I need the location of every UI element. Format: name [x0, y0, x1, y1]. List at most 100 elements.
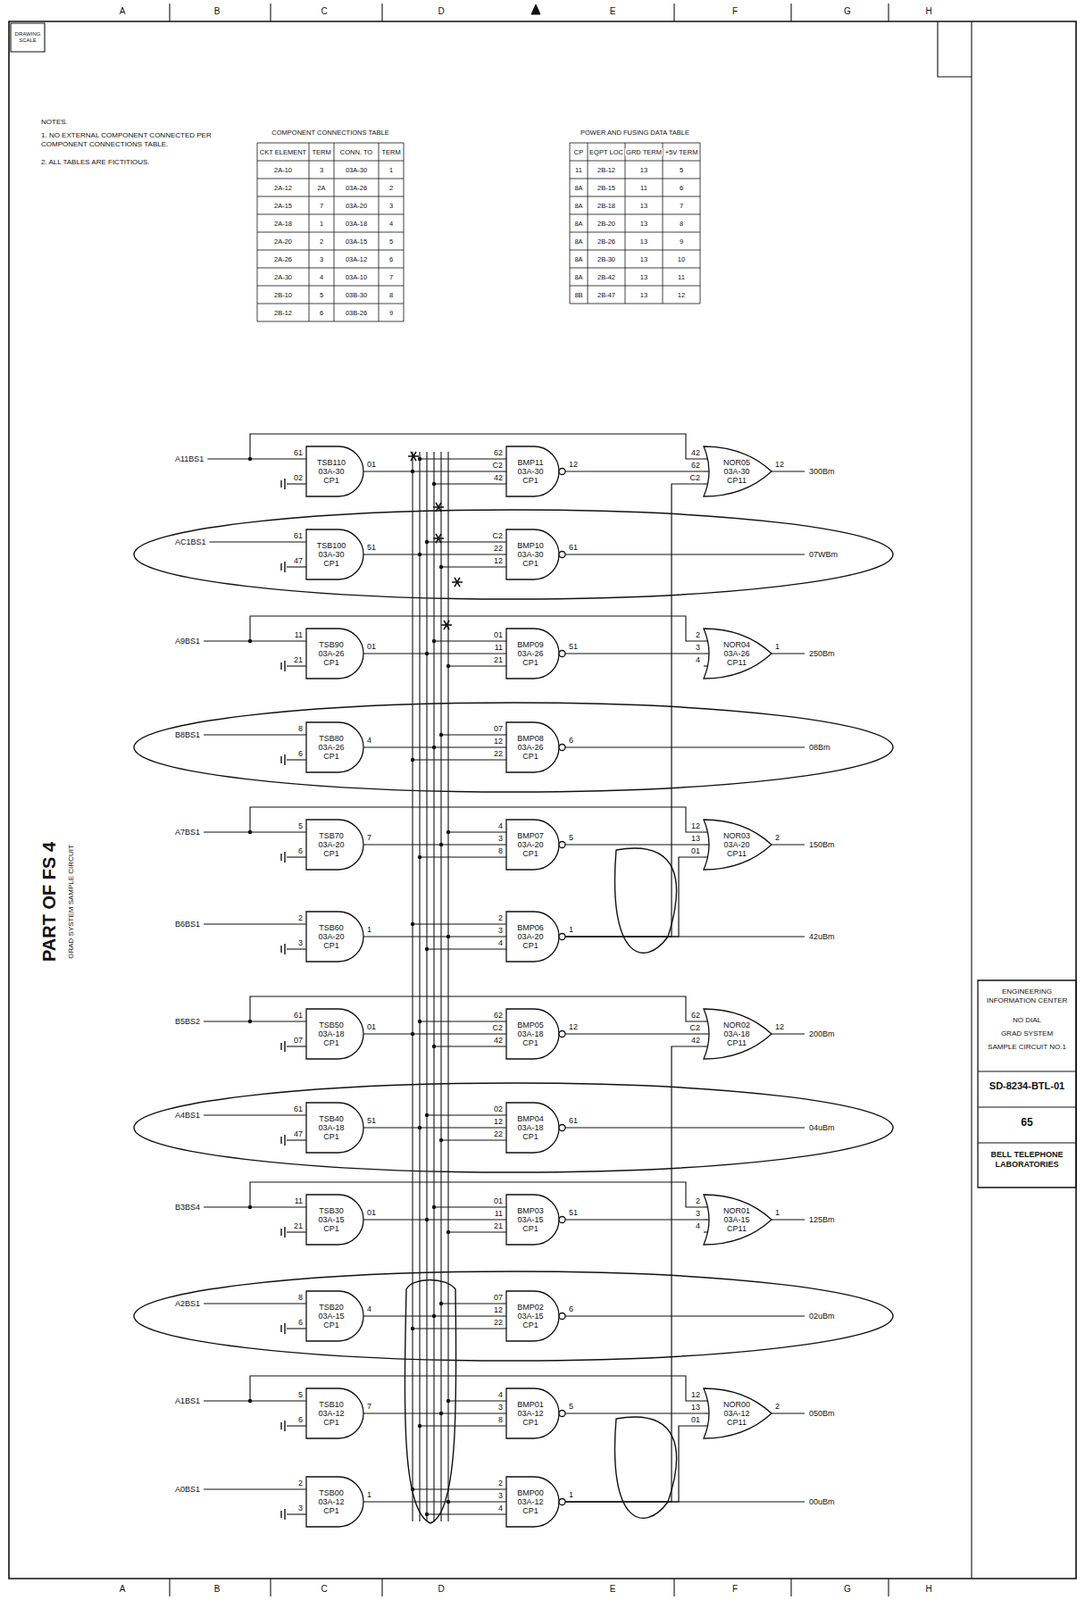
- gate-designation: TSB100 03A-30 CP1: [310, 541, 352, 568]
- input-signal-name: A9BS1: [174, 636, 201, 647]
- gate-text-box: BMP05 03A-18 CP1: [509, 1020, 551, 1048]
- table-cell: 12: [676, 291, 686, 300]
- ground-symbol: [281, 1323, 285, 1335]
- table-cell: 03A-10: [344, 273, 368, 282]
- table-cell: 4: [318, 273, 325, 282]
- wire: [363, 1412, 507, 1414]
- bus-tap: [434, 1206, 507, 1208]
- output-signal-name: 300Bm: [808, 467, 836, 477]
- pin-number: 1: [774, 1208, 781, 1219]
- grid-letter: E: [609, 6, 618, 17]
- or-gate-body: [703, 446, 772, 497]
- asterisk-mark: [441, 620, 452, 630]
- pin-number: 11: [493, 1209, 504, 1219]
- table-title: POWER AND FUSING DATA TABLE: [579, 128, 691, 137]
- pin-number: 21: [292, 1221, 304, 1232]
- or-gate: NOR02 03A-18 CP11: [703, 1009, 772, 1060]
- input-signal-name: A7BS1: [174, 827, 201, 838]
- ground-symbol: [281, 660, 285, 672]
- pin-number: 5: [567, 833, 575, 843]
- and-gate-body: [306, 1009, 364, 1060]
- and-gate: TSB110 03A-30 CP1: [306, 446, 364, 497]
- ground-symbol: [281, 478, 285, 490]
- input-wire: [203, 923, 307, 925]
- pin-number: 01: [492, 630, 504, 641]
- table-cell: 2A-18: [273, 219, 293, 228]
- pin-number: 01: [366, 642, 377, 652]
- table-cell: 03A-15: [344, 237, 368, 246]
- table-cell: 2A: [316, 183, 326, 192]
- gate-designation: NOR05 03A-30 CP11: [716, 458, 758, 485]
- table-cell: 2B-10: [273, 291, 293, 300]
- output-wire: [771, 1412, 805, 1414]
- bus-wire: [418, 451, 420, 1522]
- pin-number: C2: [688, 473, 702, 484]
- output-wire: [565, 553, 805, 555]
- pin-number: 3: [497, 1402, 504, 1413]
- output-signal-name: 02uBm: [808, 1311, 836, 1322]
- or-gate: NOR00 03A-12 CP11: [703, 1388, 772, 1439]
- input-wire: [203, 1488, 307, 1490]
- table-cell: 7: [678, 201, 685, 210]
- table-cell: 2B-47: [596, 291, 617, 300]
- pin-number: C2: [491, 531, 504, 542]
- or-gate: NOR05 03A-30 CP11: [703, 446, 772, 497]
- table-cell: 8A: [573, 201, 584, 210]
- grid-tick: [887, 1578, 889, 1597]
- bus-tap: [426, 541, 507, 543]
- table-cell: 03B-26: [344, 308, 368, 318]
- nand-gate: BMP09 03A-26 CP1: [506, 628, 566, 679]
- input-stub: [703, 1412, 710, 1414]
- junction-dot: [425, 1113, 429, 1118]
- pin-number: 4: [497, 1503, 504, 1514]
- hand-drawn-loop: [614, 848, 677, 953]
- nand-gate: BMP05 03A-18 CP1: [506, 1009, 566, 1060]
- pin-number: 7: [366, 1402, 373, 1412]
- inversion-bubble: [559, 1031, 566, 1038]
- pin-number: 01: [366, 1022, 377, 1033]
- bus-wire: [425, 451, 427, 1522]
- wire: [363, 1315, 507, 1317]
- gate-text-box: NOR04 03A-26 CP11: [716, 640, 758, 668]
- pin-number: 61: [292, 1104, 304, 1115]
- table-grid: [569, 142, 701, 304]
- and-gate: TSB10 03A-12 CP1: [306, 1388, 364, 1439]
- bus-wire: [433, 451, 434, 1522]
- pin-number: 3: [497, 834, 504, 844]
- pin-number: 3: [694, 1209, 702, 1219]
- bus-tap: [448, 1231, 507, 1233]
- asterisk-mark: [451, 577, 463, 587]
- table-cell: 5: [678, 166, 685, 175]
- table-cell: 5: [318, 291, 325, 300]
- table-title: COMPONENT CONNECTIONS TABLE: [270, 128, 390, 137]
- gate-text-box: TSB10 03A-12 CP1: [310, 1400, 352, 1428]
- table-header: EQPT LOC: [588, 148, 625, 157]
- table-cell: 03A-18: [344, 219, 368, 228]
- wire: [565, 1046, 704, 1503]
- gate-text-box: NOR01 03A-15 CP11: [716, 1206, 758, 1234]
- grid-letter: G: [842, 1584, 852, 1595]
- hand-drawn-loop: [614, 1417, 677, 1519]
- grid-letter: C: [319, 6, 328, 17]
- table-cell: 9: [678, 237, 685, 246]
- pin-number: 12: [492, 556, 504, 567]
- junction-dot: [417, 1019, 422, 1024]
- centering-arrow: [531, 4, 541, 15]
- pin-number: 22: [492, 1129, 504, 1140]
- company-name: BELL TELEPHONE LABORATORIES: [981, 1150, 1073, 1170]
- grid-letter: G: [842, 6, 852, 17]
- grid-letter: B: [213, 1584, 222, 1595]
- and-gate: TSB40 03A-18 CP1: [306, 1102, 364, 1153]
- nand-gate-body: [506, 1009, 560, 1060]
- bus-tap: [419, 458, 507, 460]
- inversion-bubble: [559, 468, 566, 476]
- pin-number: 12: [690, 1390, 702, 1401]
- ground-symbol: [281, 561, 285, 573]
- gate-designation: BMP10 03A-30 CP1: [509, 541, 551, 568]
- or-gate-body: [703, 1388, 772, 1439]
- grid-tick: [790, 3, 792, 22]
- input-signal-name: B6BS1: [174, 919, 201, 930]
- title-block-rule: [977, 1071, 1077, 1144]
- pin-number: 7: [366, 833, 373, 843]
- table-cell: 2B-42: [596, 273, 617, 282]
